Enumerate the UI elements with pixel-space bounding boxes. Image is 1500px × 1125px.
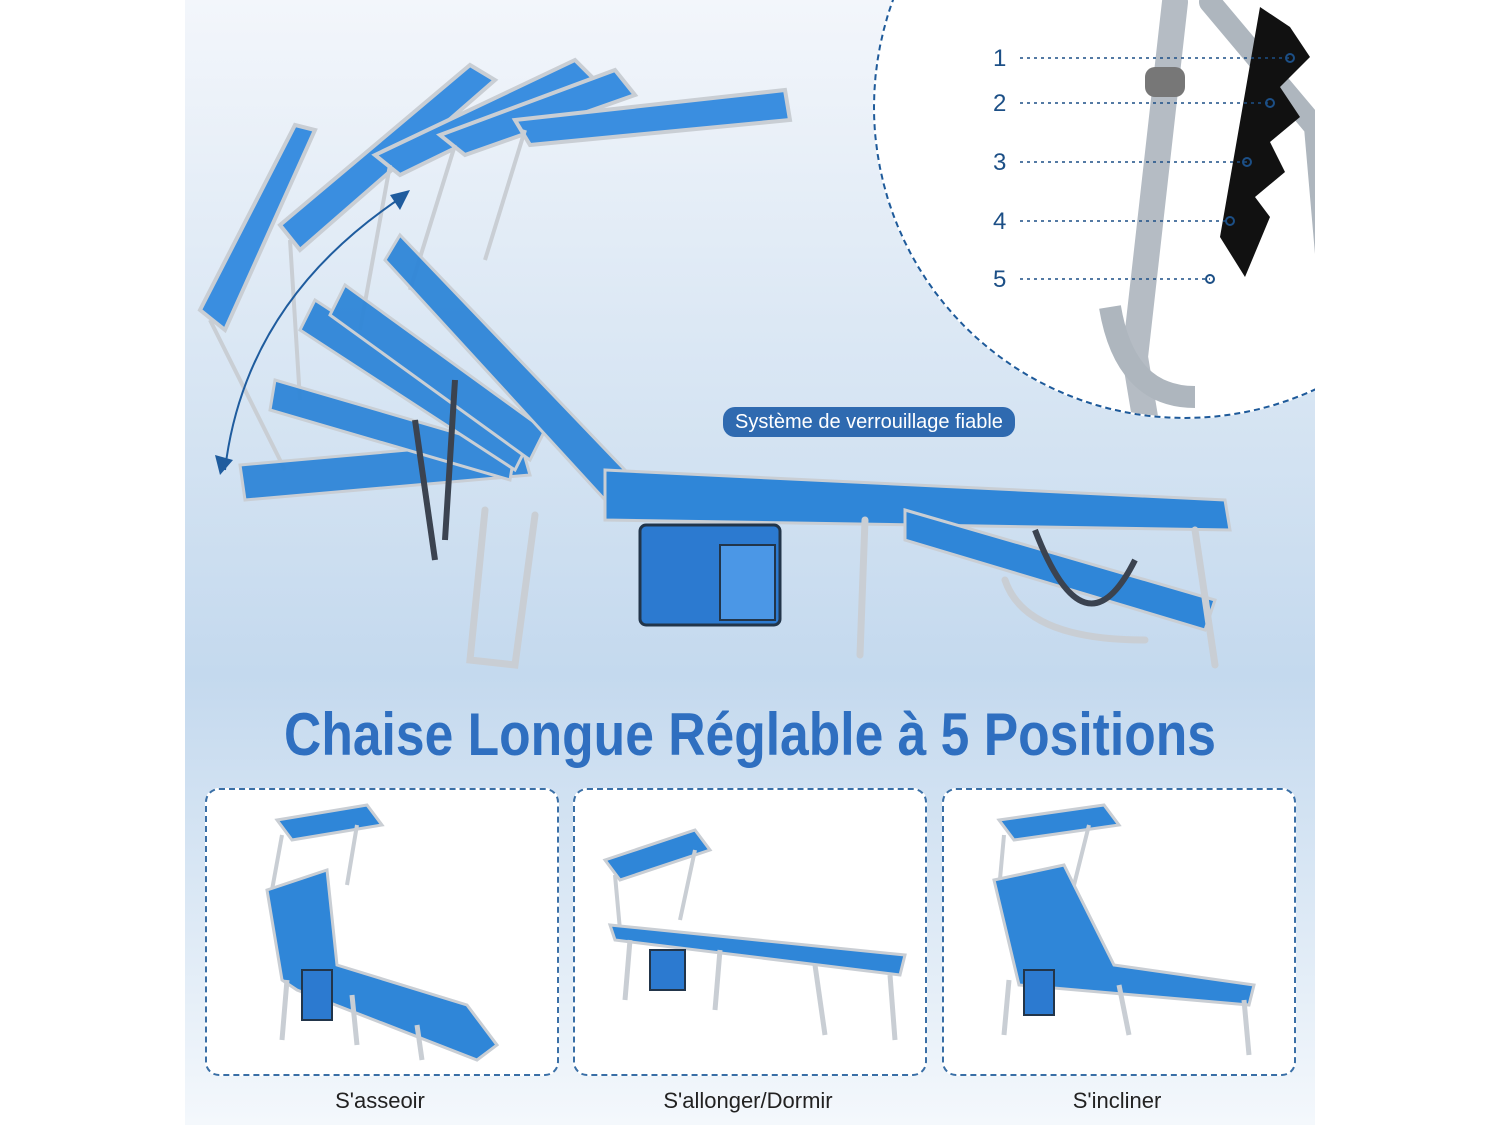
lock-position-4: 4: [993, 208, 1007, 235]
lock-position-3: 3: [993, 149, 1007, 176]
lock-position-5: 5: [993, 266, 1007, 293]
lounger-hero-illustration: [197, 57, 1232, 669]
canopy-1: [197, 122, 318, 334]
rotation-arrow: [224, 194, 406, 471]
lock-system-badge: Système de verrouillage fiable: [723, 407, 1015, 437]
backrest-positions: [238, 232, 627, 503]
canopy-4: [435, 67, 639, 158]
mode-card-sit: [205, 788, 559, 1076]
lounger-recline-image: [992, 803, 1256, 1056]
lock-position-1: 1: [993, 45, 1007, 72]
leg-rest: [903, 508, 1217, 632]
mode-caption-lie: S'allonger/Dormir: [663, 1088, 833, 1113]
product-panel: 1 2 3 4 5 Système de verrouillage fiable…: [185, 0, 1315, 1125]
seat: [603, 468, 1232, 532]
canopy-positions: [197, 57, 793, 334]
page-title: Chaise Longue Réglable à 5 Positions: [284, 701, 1216, 768]
arrow-head-bottom-icon: [215, 455, 233, 475]
mode-card-lie: [573, 788, 927, 1076]
lock-position-2: 2: [993, 90, 1007, 117]
lounger-sit-image: [265, 803, 500, 1062]
mode-card-recline: [942, 788, 1296, 1076]
mode-caption-sit: S'asseoir: [335, 1088, 425, 1113]
arrow-head-top-icon: [390, 190, 410, 210]
lounger-lie-image: [602, 828, 907, 1041]
mode-caption-recline: S'incliner: [1072, 1088, 1162, 1113]
lock-leader-lines: [1020, 53, 1295, 284]
